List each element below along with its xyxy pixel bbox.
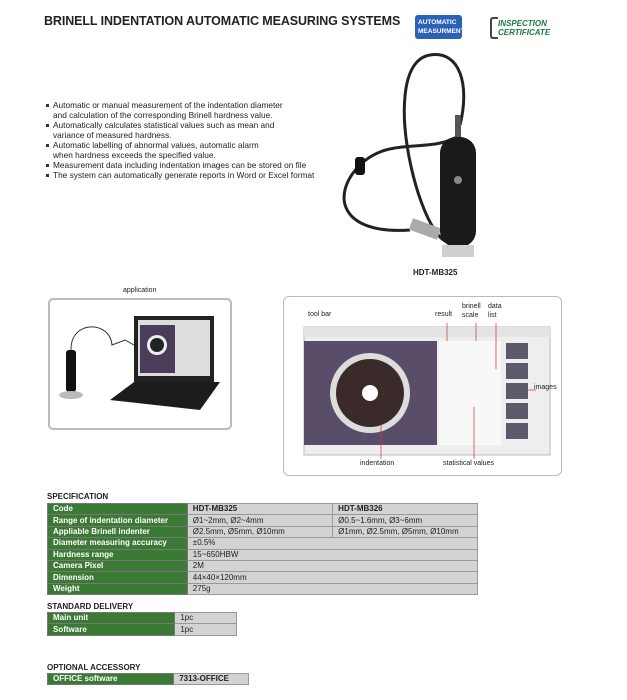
device-image [342,53,476,257]
spec-value: Ø1mm, Ø2.5mm, Ø5mm, Ø10mm [332,525,478,539]
feature-item: The system can automatically generate re… [46,170,314,180]
delivery-qty: 1pc [174,623,237,636]
spec-value: HDT-MB326 [332,502,478,516]
feature-text: and calculation of the corresponding Bri… [53,110,273,120]
spec-label: Weight [47,582,188,596]
spec-label: Appliable Brinell indenter [47,525,188,539]
badge-line: MEASURMENT [418,28,465,35]
spec-label: Dimension [47,571,188,584]
spec-value: Ø2.5mm, Ø5mm, Ø10mm [186,525,334,539]
spec-value: 2M [186,559,479,573]
spec-label: Diameter measuring accuracy [47,537,188,550]
laptop-setup-image [59,316,220,410]
callout-images: images [534,384,557,391]
feature-text: when hardness exceeds the specified valu… [53,150,216,160]
spec-label: Hardness range [47,548,188,561]
table-row: Diameter measuring accuracy±0.5% [47,537,479,550]
feature-text: Automatically calculates statistical val… [53,120,275,130]
spec-value: HDT-MB325 [186,502,334,516]
software-screenshot-panel [283,296,562,476]
application-label: application [123,287,157,294]
cert-line: INSPECTION [498,19,547,28]
callout-indentation: indentation [360,460,395,467]
callout-tool-bar: tool bar [308,311,332,318]
accessory-code: 7313-OFFICE [173,672,249,686]
feature-text: variance of measured hardness. [53,130,172,140]
delivery-item: Main unit [46,611,176,625]
spec-label: Range of indentation diameter [47,514,188,527]
feature-item: Automatic labelling of abnormal values, … [46,140,314,160]
cert-line: CERTIFICATE [498,28,551,37]
delivery-item: Software [46,623,176,636]
standard-delivery-heading: STANDARD DELIVERY [47,602,134,611]
feature-item: Automatically calculates statistical val… [46,120,314,140]
spec-label: Camera Pixel [47,559,188,573]
feature-item: Automatic or manual measurement of the i… [46,100,314,120]
delivery-qty: 1pc [174,611,237,625]
feature-text: Automatic labelling of abnormal values, … [53,140,259,150]
spec-value: ±0.5% [186,537,479,550]
spec-value: Ø1~2mm, Ø2~4mm [186,514,334,527]
spec-value: 44×40×120mm [186,571,479,584]
spec-value: Ø0.5~1.6mm, Ø3~6mm [332,514,478,527]
specification-heading: SPECIFICATION [47,492,109,501]
page-title: BRINELL INDENTATION AUTOMATIC MEASURING … [44,14,401,28]
spec-label: Code [47,502,188,516]
feature-item: Measurement data including indentation i… [46,160,314,170]
spec-value: 275g [186,582,479,596]
callout-statistical-values: statistical values [443,460,494,467]
optional-accessory-heading: OPTIONAL ACCESSORY [47,663,141,672]
feature-list: Automatic or manual measurement of the i… [46,100,314,180]
callout-data-list: data list [488,303,502,319]
application-photo [48,298,232,430]
accessory-item: OFFICE software [46,672,175,686]
callout-brinell-scale: brinell scale [462,303,481,319]
software-screenshot [303,323,551,459]
callout-result: result [435,311,453,318]
automatic-measurement-badge: AUTOMATIC MEASURMENT [415,15,465,39]
product-model-label: HDT-MB325 [413,268,458,277]
feature-text: Automatic or manual measurement of the i… [53,100,283,110]
spec-value: 15~650HBW [186,548,479,561]
badge-line: AUTOMATIC [418,19,457,26]
